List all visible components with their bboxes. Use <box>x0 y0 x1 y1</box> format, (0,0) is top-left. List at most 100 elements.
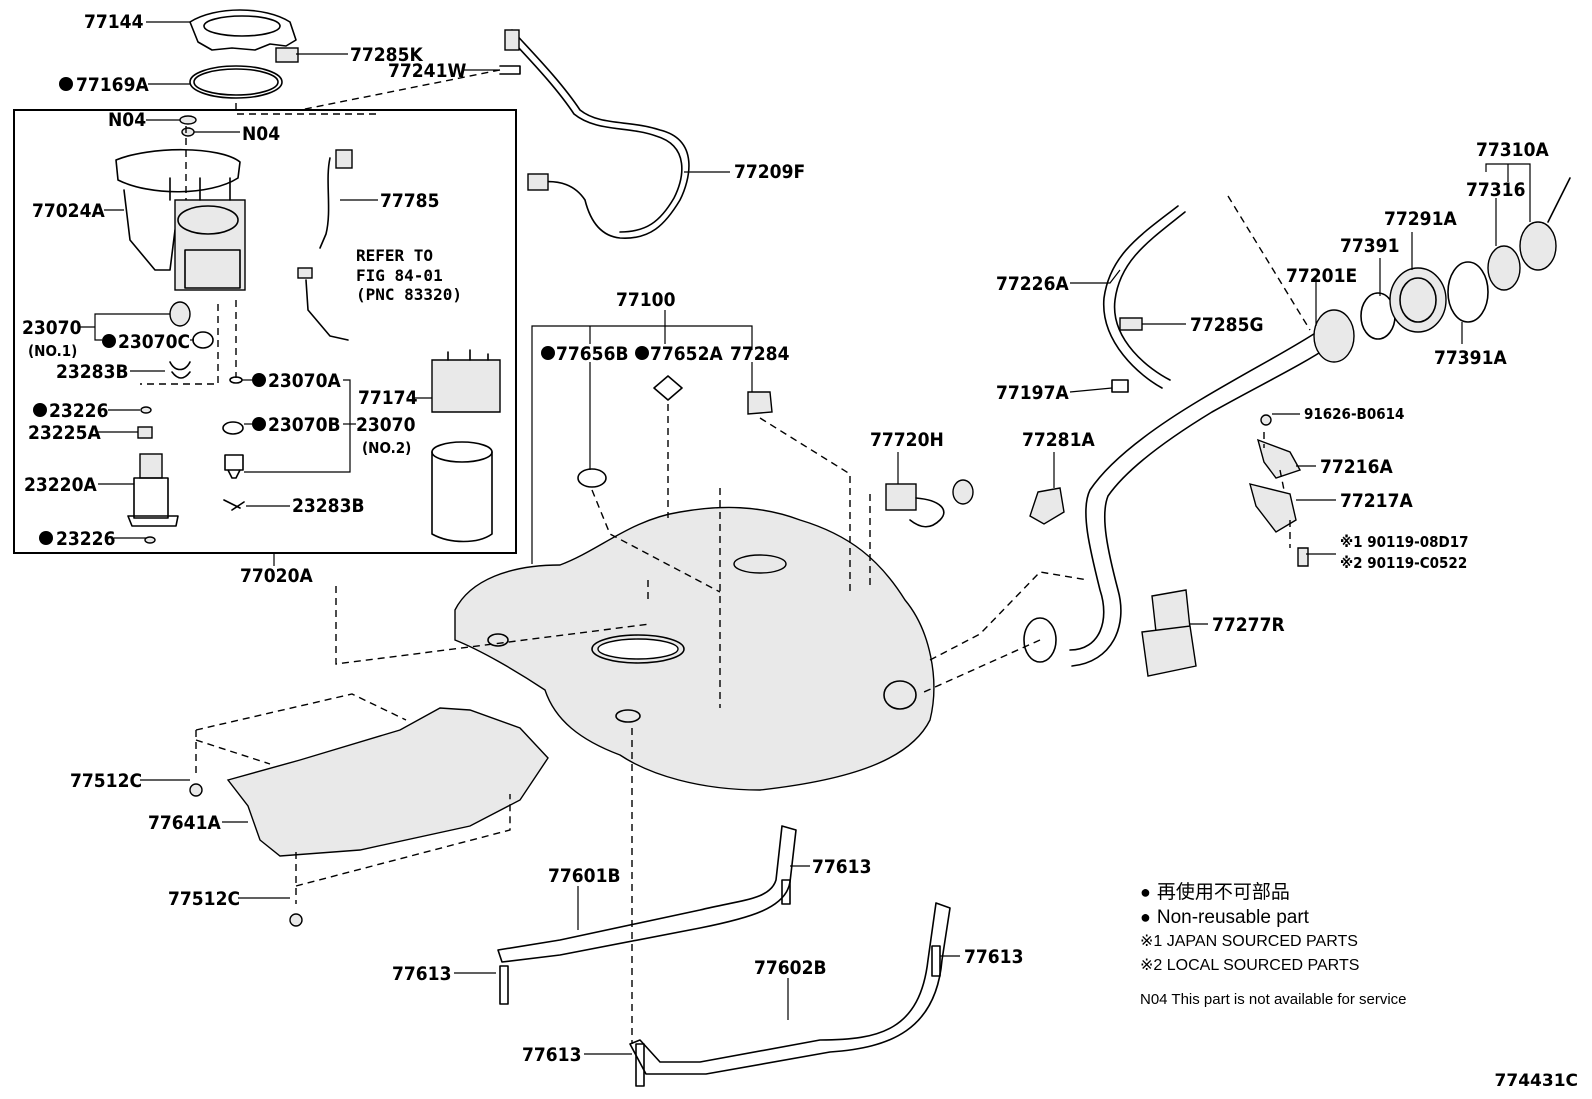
fuel-tank-77100 <box>454 506 935 791</box>
oring-23070C <box>192 331 214 349</box>
nut-77512C-bottom <box>289 913 303 927</box>
label-n04-right: N04 <box>242 123 280 145</box>
label-77652A: 77652A <box>650 343 723 365</box>
label-77391: 77391 <box>1340 235 1399 257</box>
label-23070C: 23070C <box>118 331 190 353</box>
clamp-77197A <box>1111 379 1129 393</box>
label-refer-line1: REFER TO <box>356 246 433 265</box>
clamp-77284 <box>747 391 773 415</box>
label-77601B: 77601B <box>548 865 621 887</box>
label-refer-line3: (PNC 83320) <box>356 285 462 304</box>
oring-23070B <box>222 421 244 435</box>
fuel-pump-assembly-77024A <box>115 148 246 291</box>
legend-japan-sourced: ※1 JAPAN SOURCED PARTS <box>1140 933 1358 950</box>
label-77291A: 77291A <box>1384 208 1457 230</box>
bracket-77281A <box>1029 487 1065 525</box>
label-77310A: 77310A <box>1476 139 1549 161</box>
filter-23070 <box>169 301 191 327</box>
label-77656B: 77656B <box>556 343 629 365</box>
retainer-ring-77144 <box>189 9 297 51</box>
fuel-cap-77310A <box>1519 177 1571 271</box>
filler-pipe-77201E <box>1023 309 1355 667</box>
label-77226A: 77226A <box>996 273 1069 295</box>
bracket-77217A <box>1249 483 1297 533</box>
non-reusable-markers <box>33 77 649 545</box>
label-77613-a: 77613 <box>812 856 871 878</box>
label-77209F: 77209F <box>734 161 805 183</box>
heat-insulator-77641A <box>226 707 549 857</box>
label-77391A: 77391A <box>1434 347 1507 369</box>
label-77285G: 77285G <box>1190 314 1264 336</box>
ring-77291A <box>1389 267 1447 333</box>
plug-77656B <box>577 468 607 488</box>
sender-gauge-77785 <box>297 149 353 341</box>
bolt-77613-b <box>499 965 509 1005</box>
label-23283B-bottom: 23283B <box>292 495 365 517</box>
pump-bracket-77174 <box>431 349 501 413</box>
legend-local-sourced: ※2 LOCAL SOURCED PARTS <box>1140 957 1360 974</box>
legend-non-reusable-en: ●Non-reusable part <box>1140 907 1309 928</box>
label-77100: 77100 <box>616 289 676 311</box>
clip-23283B-bottom <box>223 499 245 511</box>
clamp-77285G <box>1119 317 1143 331</box>
bolt-90119 <box>1297 547 1309 567</box>
oring-23226-top <box>140 406 152 414</box>
label-77174: 77174 <box>358 387 418 409</box>
label-77201E: 77201E <box>1286 265 1357 287</box>
gasket-77391A <box>1447 261 1489 323</box>
label-23220A: 23220A <box>24 474 97 496</box>
strap-77601B <box>497 825 797 963</box>
hose-77720H <box>885 479 974 528</box>
n04-part-upper <box>179 115 197 125</box>
label-77512C-top: 77512C <box>70 770 142 792</box>
legend-non-reusable-jp: ●再使用不可部品 <box>1140 882 1290 903</box>
label-77602B: 77602B <box>754 957 827 979</box>
label-77613-c: 77613 <box>964 946 1023 968</box>
label-77217A: 77217A <box>1340 490 1413 512</box>
strap-77602B <box>629 902 951 1075</box>
gasket-77169A <box>189 65 283 99</box>
clamp-77241W <box>499 65 521 75</box>
clip-23283B-top <box>169 361 191 379</box>
breather-tube-77226A <box>1103 205 1186 389</box>
filter-23070-no2 <box>224 454 244 479</box>
figure-number: 774431C <box>1494 1071 1578 1091</box>
label-77284: 77284 <box>730 343 790 365</box>
legend-n04-note: N04 This part is not available for servi… <box>1140 991 1407 1008</box>
label-77613-d: 77613 <box>522 1044 581 1066</box>
installation-guide-lines <box>140 69 1311 1044</box>
label-77216A: 77216A <box>1320 456 1393 478</box>
legend: ●再使用不可部品 ●Non-reusable part ※1 JAPAN SOU… <box>1140 880 1560 1012</box>
label-77241W: 77241W <box>388 60 466 82</box>
oring-23226-bottom <box>144 536 156 544</box>
label-77020A: 77020A <box>240 565 313 587</box>
label-refer-line2: FIG 84-01 <box>356 266 443 285</box>
bolt-77613-c <box>931 945 941 977</box>
ring-77316 <box>1487 245 1521 291</box>
label-77613-b: 77613 <box>392 963 451 985</box>
bracket-77216A <box>1256 438 1302 479</box>
label-77144: 77144 <box>84 11 144 33</box>
bolt-77613-d <box>635 1043 645 1087</box>
fuel-pump-23220A <box>127 453 179 527</box>
label-90119-C0522: ※2 90119-C0522 <box>1340 554 1467 572</box>
label-77285K: 77285K <box>350 44 423 66</box>
label-23070-no2: (NO.2) <box>362 439 411 457</box>
vent-tube-77209F <box>504 29 690 239</box>
protector-77277R <box>1141 589 1197 677</box>
label-23283B-top: 23283B <box>56 361 129 383</box>
n04-part-lower <box>181 127 195 137</box>
bolt-77613-a <box>781 879 791 905</box>
label-23225A: 23225A <box>28 422 101 444</box>
label-23070-no1: (NO.1) <box>28 342 77 360</box>
label-23070-no2-number: 23070 <box>356 414 416 436</box>
label-77277R: 77277R <box>1212 614 1285 636</box>
label-77316: 77316 <box>1466 179 1525 201</box>
connector-77285K <box>275 47 299 63</box>
label-23226-top: 23226 <box>49 400 108 422</box>
label-77281A: 77281A <box>1022 429 1095 451</box>
bullet-icon: ● <box>1140 882 1151 902</box>
pad-77652A <box>653 375 683 401</box>
